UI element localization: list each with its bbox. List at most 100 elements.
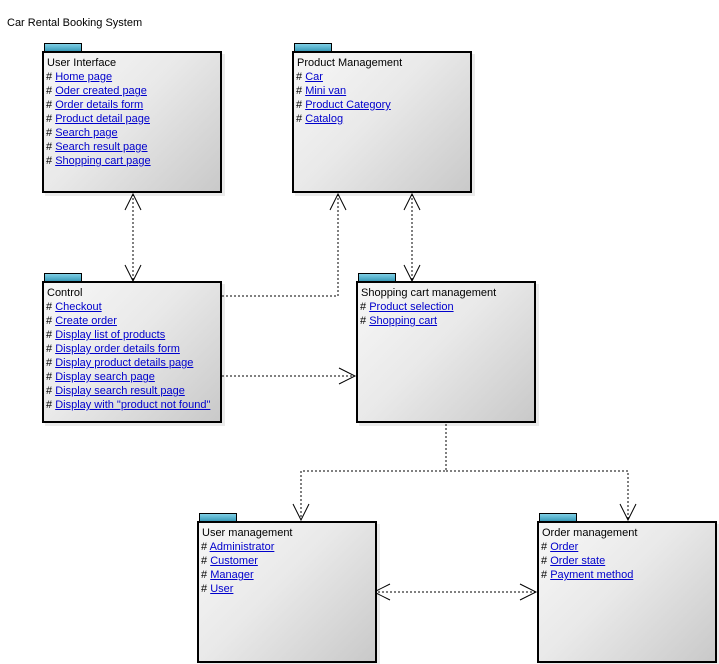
package-item: # Display with "product not found"	[46, 398, 210, 412]
package-item-list: # Home page # Oder created page # Order …	[46, 70, 151, 168]
package-item: # Display search page	[46, 370, 210, 384]
item-link-car[interactable]: Car	[305, 71, 323, 83]
item-link-mini-van[interactable]: Mini van	[305, 85, 347, 97]
item-link-display-search-result-page[interactable]: Display search result page	[55, 385, 185, 397]
package-item-list: # Administrator # Customer # Manager # U…	[201, 540, 274, 596]
item-link-display-product-not-found[interactable]: Display with "product not found"	[55, 399, 211, 411]
package-product-management[interactable]: Product Management # Car # Mini van # Pr…	[292, 43, 472, 193]
arrowhead-up	[329, 192, 347, 211]
visibility-marker: #	[296, 85, 303, 97]
item-link-display-product-details-page[interactable]: Display product details page	[55, 357, 194, 369]
package-tab	[44, 273, 82, 281]
package-item-list: # Order # Order state # Payment method	[541, 540, 633, 582]
package-item: # Display product details page	[46, 356, 210, 370]
visibility-marker: #	[46, 127, 53, 139]
package-item: # Display order details form	[46, 342, 210, 356]
visibility-marker: #	[541, 569, 548, 581]
visibility-marker: #	[360, 301, 367, 313]
arrowhead-right	[338, 367, 357, 385]
package-name: User Interface	[47, 57, 117, 69]
visibility-marker: #	[541, 541, 548, 553]
item-link-search-result-page[interactable]: Search result page	[55, 141, 148, 153]
visibility-marker: #	[46, 385, 53, 397]
item-link-shopping-cart[interactable]: Shopping cart	[369, 315, 438, 327]
package-shopping-cart-management[interactable]: Shopping cart management # Product selec…	[356, 273, 536, 423]
package-item: # Manager	[201, 568, 274, 582]
item-link-search-page[interactable]: Search page	[55, 127, 118, 139]
package-item: # Product Category	[296, 98, 391, 112]
package-item: # Shopping cart page	[46, 154, 151, 168]
item-link-create-order[interactable]: Create order	[55, 315, 117, 327]
package-body: Order management # Order # Order state #…	[537, 521, 717, 663]
arrowhead-up	[403, 192, 421, 211]
visibility-marker: #	[46, 141, 53, 153]
item-link-order-state[interactable]: Order state	[550, 555, 606, 567]
package-control[interactable]: Control # Checkout # Create order # Disp…	[42, 273, 222, 423]
item-link-display-order-details-form[interactable]: Display order details form	[55, 343, 180, 355]
control-product-dependency	[222, 194, 339, 297]
package-item-list: # Car # Mini van # Product Category # Ca…	[296, 70, 391, 126]
visibility-marker: #	[46, 357, 53, 369]
visibility-marker: #	[46, 315, 53, 327]
package-item: # Payment method	[541, 568, 633, 582]
package-item: # Search result page	[46, 140, 151, 154]
visibility-marker: #	[296, 113, 303, 125]
visibility-marker: #	[46, 371, 53, 383]
cart-user-dependency	[300, 424, 447, 520]
package-body: Control # Checkout # Create order # Disp…	[42, 281, 222, 423]
item-link-order-details-form[interactable]: Order details form	[55, 99, 144, 111]
item-link-product-category[interactable]: Product Category	[305, 99, 391, 111]
package-item: # Shopping cart	[360, 314, 454, 328]
package-body: Product Management # Car # Mini van # Pr…	[292, 51, 472, 193]
package-item: # Display search result page	[46, 384, 210, 398]
visibility-marker: #	[541, 555, 548, 567]
package-item: # Search page	[46, 126, 151, 140]
arrowhead-up	[124, 192, 142, 211]
diagram-title: Car Rental Booking System	[7, 17, 143, 29]
item-link-display-search-page[interactable]: Display search page	[55, 371, 155, 383]
package-item: # Order details form	[46, 98, 151, 112]
item-link-display-list-of-products[interactable]: Display list of products	[55, 329, 166, 341]
package-name: Shopping cart management	[361, 287, 497, 299]
package-tab	[294, 43, 332, 51]
package-item-list: # Product selection # Shopping cart	[360, 300, 454, 328]
package-item: # Create order	[46, 314, 210, 328]
package-item: # Checkout	[46, 300, 210, 314]
item-link-product-selection[interactable]: Product selection	[369, 301, 454, 313]
package-tab	[358, 273, 396, 281]
visibility-marker: #	[46, 155, 53, 167]
item-link-product-detail-page[interactable]: Product detail page	[55, 113, 150, 125]
item-link-administrator[interactable]: Administrator	[209, 541, 275, 553]
item-link-order[interactable]: Order	[550, 541, 579, 553]
package-name: Order management	[542, 527, 638, 539]
visibility-marker: #	[46, 85, 53, 97]
visibility-marker: #	[46, 99, 53, 111]
item-link-customer[interactable]: Customer	[210, 555, 258, 567]
package-item-list: # Checkout # Create order # Display list…	[46, 300, 210, 412]
item-link-payment-method[interactable]: Payment method	[550, 569, 634, 581]
package-item: # Order	[541, 540, 633, 554]
arrowhead-right	[519, 583, 538, 601]
item-link-user[interactable]: User	[210, 583, 234, 595]
item-link-checkout[interactable]: Checkout	[55, 301, 102, 313]
visibility-marker: #	[46, 301, 53, 313]
package-name: Product Management	[297, 57, 403, 69]
visibility-marker: #	[201, 583, 208, 595]
package-user-interface[interactable]: User Interface # Home page # Oder create…	[42, 43, 222, 193]
package-item: # Customer	[201, 554, 274, 568]
package-item: # Home page	[46, 70, 151, 84]
item-link-home-page[interactable]: Home page	[55, 71, 113, 83]
package-order-management[interactable]: Order management # Order # Order state #…	[537, 513, 717, 663]
item-link-catalog[interactable]: Catalog	[305, 113, 344, 125]
package-item: # Administrator	[201, 540, 274, 554]
package-tab	[44, 43, 82, 51]
item-link-shopping-cart-page[interactable]: Shopping cart page	[55, 155, 151, 167]
package-item: # User	[201, 582, 274, 596]
visibility-marker: #	[201, 541, 208, 553]
item-link-oder-created-page[interactable]: Oder created page	[55, 85, 147, 97]
item-link-manager[interactable]: Manager	[210, 569, 254, 581]
package-item: # Order state	[541, 554, 633, 568]
package-tab	[199, 513, 237, 521]
package-user-management[interactable]: User management # Administrator # Custom…	[197, 513, 377, 663]
package-item: # Mini van	[296, 84, 391, 98]
